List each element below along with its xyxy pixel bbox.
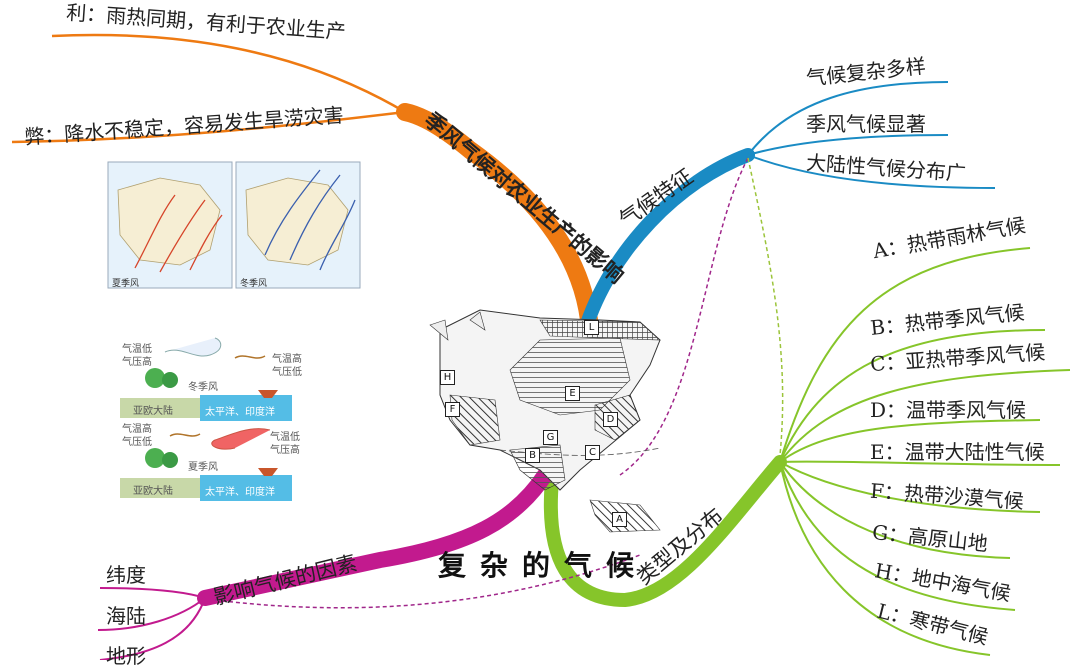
summer-right-pressure: 气压高 bbox=[270, 445, 300, 456]
magenta-branch bbox=[197, 467, 553, 606]
factor-land-sea: 海陆 bbox=[106, 604, 146, 628]
winter-left-temp: 气温低 bbox=[122, 344, 152, 355]
green-branch bbox=[543, 455, 787, 608]
region-d: D bbox=[603, 412, 618, 427]
orange-leaf-2 bbox=[11, 110, 406, 144]
winter-sea-label: 太平洋、印度洋 bbox=[205, 407, 275, 418]
winter-monsoon-legend: 冬季风 bbox=[240, 279, 268, 289]
feature-item-2: 季风气候显著 bbox=[806, 112, 926, 136]
summer-sea-label: 太平洋、印度洋 bbox=[205, 487, 275, 498]
region-b: B bbox=[525, 448, 540, 463]
summer-right-temp: 气温低 bbox=[270, 432, 300, 443]
factor-terrain: 地形 bbox=[106, 644, 146, 668]
region-a: A bbox=[612, 512, 627, 527]
region-g: G bbox=[543, 430, 558, 445]
summer-left-temp: 气温高 bbox=[122, 424, 152, 435]
winter-land-label: 亚欧大陆 bbox=[133, 406, 173, 417]
winter-wind-label: 冬季风 bbox=[188, 382, 218, 393]
winter-right-pressure: 气压低 bbox=[272, 367, 302, 378]
summer-land-label: 亚欧大陆 bbox=[133, 486, 173, 497]
dashed-link-2 bbox=[747, 157, 784, 456]
type-item-d: D：温带季风气候 bbox=[870, 398, 1027, 422]
dashed-link-3 bbox=[214, 554, 641, 609]
asia-climate-map bbox=[429, 309, 661, 533]
region-h: H bbox=[440, 370, 455, 385]
blue-leaf-1 bbox=[747, 81, 949, 156]
winter-right-temp: 气温高 bbox=[272, 354, 302, 365]
factor-latitude: 纬度 bbox=[106, 563, 146, 587]
blue-branch bbox=[578, 148, 755, 337]
monsoon-maps bbox=[107, 161, 361, 289]
summer-left-pressure: 气压低 bbox=[122, 437, 152, 448]
region-c: C bbox=[585, 445, 600, 460]
blue-leaf-3 bbox=[747, 154, 996, 189]
green-leaves bbox=[779, 247, 1071, 656]
region-f: F bbox=[445, 402, 460, 417]
blue-leaf-2 bbox=[747, 134, 949, 156]
type-item-e: E：温带大陆性气候 bbox=[870, 440, 1045, 464]
orange-leaf-1 bbox=[51, 33, 406, 114]
summer-monsoon-legend: 夏季风 bbox=[112, 279, 140, 289]
orange-branch bbox=[396, 103, 599, 339]
summer-wind-label: 夏季风 bbox=[188, 462, 218, 473]
monsoon-diagrams bbox=[120, 337, 292, 501]
winter-left-pressure: 气压高 bbox=[122, 357, 152, 368]
center-title: 复杂的气候 bbox=[438, 549, 649, 582]
region-l: L bbox=[584, 320, 599, 335]
dashed-link-1 bbox=[619, 157, 749, 476]
region-e: E bbox=[565, 386, 580, 401]
magenta-leaves bbox=[97, 587, 206, 660]
